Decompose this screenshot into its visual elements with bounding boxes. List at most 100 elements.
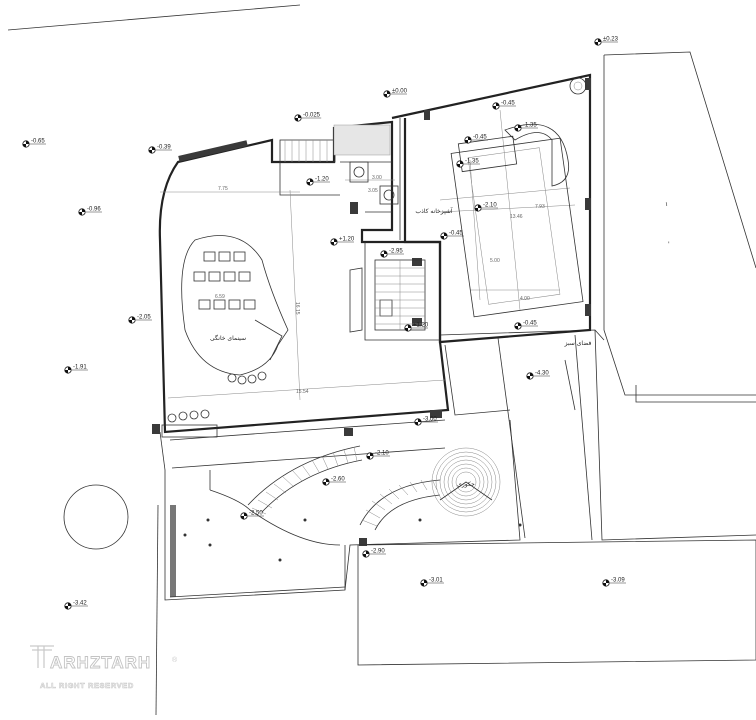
watermark: ARHZTARH ALL RIGHT RESERVED ® <box>30 645 178 690</box>
level-marker: -3.42 <box>64 601 88 610</box>
level-label: -3.09 <box>611 578 625 584</box>
level-label: -2.60 <box>331 477 345 483</box>
level-label: -0.39 <box>157 145 171 151</box>
jacuzzi <box>504 123 570 187</box>
level-marker: -1.35 <box>514 123 538 132</box>
level-marker: -2.50 <box>240 511 264 520</box>
level-label: -1.91 <box>73 365 87 371</box>
dimension-lines <box>160 109 576 401</box>
watermark-tagline: ALL RIGHT RESERVED <box>40 681 134 690</box>
level-label: -0.45 <box>473 135 487 141</box>
cinema-seats <box>193 251 256 310</box>
curved-stair-left <box>247 445 363 515</box>
level-label: -4.30 <box>535 371 549 377</box>
cinema-label: سینمای خانگی <box>210 334 246 342</box>
level-label: -2.95 <box>389 249 403 255</box>
tree-circle <box>63 484 129 550</box>
dimension-texts: 7.75 3.00 3.05 7.93 13.46 5.00 4.00 16.1… <box>215 175 545 395</box>
interior-stairs <box>374 259 426 331</box>
level-label: +1.20 <box>339 237 355 243</box>
dim-300: 3.00 <box>372 175 382 181</box>
watermark-brand: ARHZTARH <box>50 653 151 672</box>
cinema-wall <box>181 235 289 376</box>
level-label: -1.20 <box>315 177 329 183</box>
jacuzzi-label: جکوزی <box>457 481 475 488</box>
level-label: -2.90 <box>371 549 385 555</box>
dim-1346: 13.46 <box>510 214 523 220</box>
pool-label: آشپزخانه کاذب <box>415 206 452 215</box>
level-label: ±0.00 <box>392 89 408 95</box>
dim-1554: 15.54 <box>296 389 309 395</box>
dining-set <box>349 161 399 205</box>
pool-hall: آشپزخانه کاذب <box>415 77 587 318</box>
pool-hall-wall <box>391 73 592 344</box>
side-corridor <box>444 334 593 541</box>
level-marker: -0.025 <box>294 113 322 122</box>
level-marker: -1.20 <box>306 177 330 186</box>
level-marker: -0.39 <box>148 145 172 154</box>
plan-mark-2: ' <box>668 241 670 248</box>
level-markers: ±0.23 ±0.00 -0.025 -0.39 -0.65 -0.96 -0.45 -0.4… <box>22 37 626 610</box>
level-marker: ±0.23 <box>594 37 619 46</box>
level-marker: -2.90 <box>362 549 386 558</box>
level-label: -2.10 <box>375 451 389 457</box>
level-label: -3.00 <box>423 417 437 423</box>
level-label: -1.35 <box>465 159 479 165</box>
entry-steps <box>279 124 391 163</box>
wall-blocks <box>152 78 591 546</box>
level-marker: -0.45 <box>492 101 516 110</box>
level-marker: -3.01 <box>420 578 444 587</box>
level-label: -0.45 <box>501 101 515 107</box>
curved-stair-right <box>359 478 441 531</box>
level-label: +1.20 <box>413 323 429 329</box>
level-marker: +1.20 <box>330 237 355 246</box>
level-marker: -0.96 <box>78 207 102 216</box>
dim-1615: 16.15 <box>294 302 300 315</box>
level-label: -3.42 <box>73 601 87 607</box>
level-label: -2.10 <box>483 203 497 209</box>
level-label: ±0.23 <box>603 37 619 43</box>
level-marker: -0.45 <box>514 321 538 330</box>
other-labels: جکوزی فضای سبز ۱ ' <box>457 201 670 488</box>
level-marker: -2.05 <box>128 315 152 324</box>
level-marker: -0.45 <box>464 135 488 144</box>
level-marker: -2.10 <box>474 203 498 212</box>
level-marker: +1.20 <box>404 323 429 332</box>
level-label: -3.01 <box>429 578 443 584</box>
level-marker: -2.95 <box>380 249 404 258</box>
level-marker: ±0.00 <box>383 89 408 98</box>
level-marker: -4.30 <box>526 371 550 380</box>
spiral-garden <box>431 447 501 517</box>
level-marker: -2.10 <box>366 451 390 460</box>
level-marker: -0.45 <box>440 231 464 240</box>
level-marker: -1.35 <box>456 159 480 168</box>
dim-793: 7.93 <box>535 204 545 210</box>
dim-659: 6.59 <box>215 294 225 300</box>
dim-305: 3.05 <box>368 188 378 194</box>
lower-terrace <box>164 419 522 601</box>
level-marker: -2.60 <box>322 477 346 486</box>
level-label: -0.45 <box>523 321 537 327</box>
watermark-reg: ® <box>172 656 178 664</box>
plan-mark: ۱ <box>665 201 668 208</box>
dim-400: 4.00 <box>520 296 530 302</box>
level-marker: -3.00 <box>414 417 438 426</box>
site-boundaries <box>7 4 756 716</box>
level-label: -2.05 <box>137 315 151 321</box>
level-marker: -1.91 <box>64 365 88 374</box>
dim-775: 7.75 <box>218 186 228 192</box>
level-label: -0.45 <box>449 231 463 237</box>
terrace-label: فضای سبز <box>564 340 592 347</box>
level-marker: -0.65 <box>22 139 46 148</box>
dim-500: 5.00 <box>490 258 500 264</box>
level-label: -0.65 <box>31 139 45 145</box>
level-label: -0.025 <box>303 113 321 119</box>
swimming-pool <box>450 137 584 318</box>
level-label: -0.96 <box>87 207 101 213</box>
round-stools <box>227 371 267 385</box>
bar-counter <box>161 409 218 438</box>
home-cinema: سینمای خانگی <box>181 235 289 385</box>
level-marker: -3.09 <box>602 578 626 587</box>
level-label: -1.35 <box>523 123 537 129</box>
